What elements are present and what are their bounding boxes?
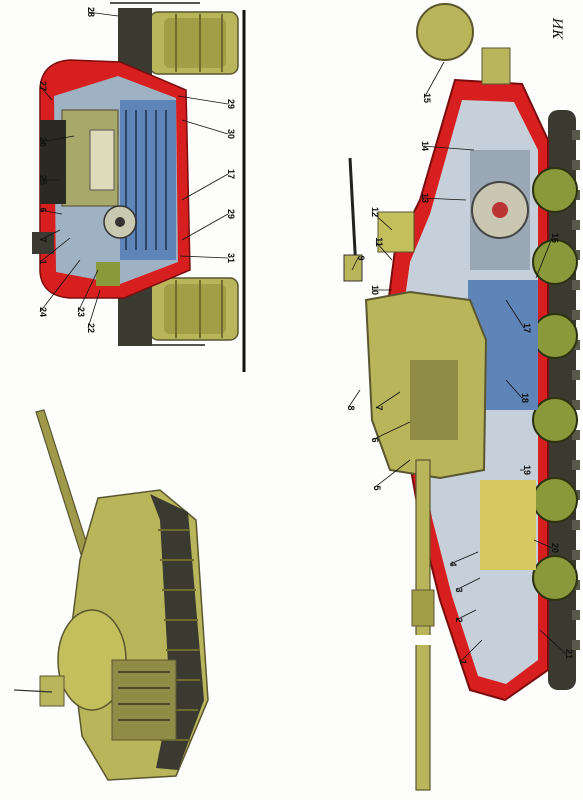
callout-number-30: 30	[226, 129, 236, 139]
callout-leader-line	[449, 551, 479, 565]
callout-leader-line	[371, 211, 393, 231]
callout-number-5: 5	[372, 485, 382, 490]
callout-leader-line	[505, 299, 525, 329]
rear-track-upper	[149, 11, 239, 75]
callout-numbers: 2223241762526272829301729311234567891011…	[38, 7, 574, 665]
callout-number-11: 11	[374, 237, 384, 247]
callout-number-22: 22	[86, 323, 96, 333]
callout-leader-line	[351, 257, 359, 271]
callout-number-13: 13	[420, 193, 430, 203]
callout-number-27: 27	[38, 81, 48, 91]
callout-number-12: 12	[370, 207, 380, 217]
rear-track-lower	[149, 277, 239, 341]
side-cutaway-view: ИК	[343, 3, 580, 791]
callout-leader-line	[39, 229, 61, 241]
exterior-grill-slats	[118, 671, 170, 721]
stowage-drum	[416, 3, 474, 61]
callout-leader-line	[87, 289, 101, 329]
callout-leader-line	[505, 379, 523, 399]
exterior-gun-barrel	[35, 409, 93, 565]
callout-number-1: 1	[38, 259, 48, 264]
callout-number-10: 10	[370, 285, 380, 295]
callout-leader-line	[39, 259, 81, 313]
exterior-antenna	[13, 689, 53, 693]
callout-number-21: 21	[564, 649, 574, 659]
callout-leader-line	[535, 237, 553, 279]
callout-leader-line	[181, 213, 229, 241]
callout-leader-line	[423, 61, 445, 99]
callout-number-7: 7	[38, 237, 48, 242]
callout-number-3: 3	[454, 587, 464, 592]
callout-number-23: 23	[76, 307, 86, 317]
callout-number-25: 25	[38, 175, 48, 185]
callout-number-24: 24	[38, 307, 48, 317]
callout-number-19: 19	[522, 465, 532, 475]
callout-number-28: 28	[86, 7, 96, 17]
callout-leader-line	[455, 577, 481, 591]
callout-number-18: 18	[520, 393, 530, 403]
callout-number-2: 2	[454, 617, 464, 622]
callout-number-17: 17	[522, 323, 532, 333]
callout-leader-line	[177, 95, 229, 105]
callout-leader-line	[39, 85, 53, 101]
callout-leader-line	[39, 237, 71, 263]
callout-leader-line	[179, 255, 229, 259]
callout-leader-line	[77, 269, 99, 313]
exterior-exhaust-grill	[111, 659, 177, 741]
callout-number-8: 8	[346, 405, 356, 410]
callout-number-15: 15	[422, 93, 432, 103]
callout-number-29: 29	[226, 99, 236, 109]
callout-leader-line	[371, 421, 411, 441]
callout-leader-line	[181, 119, 229, 135]
callout-leader-line	[87, 11, 119, 17]
callout-leader-line	[373, 459, 411, 489]
radiator	[89, 129, 115, 191]
callout-leader-line	[39, 209, 63, 215]
callout-leader-line	[39, 135, 75, 143]
fume-extractor	[411, 589, 435, 627]
rear-section-view	[32, 2, 246, 372]
callout-leader-line	[455, 609, 477, 621]
callout-number-1: 1	[458, 659, 468, 664]
callout-leader-line	[375, 241, 393, 261]
callout-leader-line	[421, 145, 475, 151]
fuel-tank	[96, 262, 120, 286]
callout-number-6: 6	[370, 437, 380, 442]
commander-machine-gun	[348, 157, 358, 271]
callout-number-17: 17	[226, 169, 236, 179]
callout-number-29: 29	[226, 209, 236, 219]
callout-number-26: 26	[38, 137, 48, 147]
callout-number-6: 6	[38, 207, 48, 212]
callout-leader-line	[459, 639, 483, 663]
callout-number-4: 4	[448, 561, 458, 566]
rear-hatch	[32, 232, 54, 254]
rear-hitch	[481, 47, 511, 85]
callout-number-9: 9	[356, 255, 366, 260]
exterior-view	[13, 409, 209, 781]
ammo-rack	[480, 480, 536, 570]
callout-leader-line	[533, 539, 553, 549]
callout-number-20: 20	[550, 543, 560, 553]
callout-leader-line	[181, 173, 229, 201]
exterior-track	[150, 494, 204, 770]
callout-leader-line	[421, 197, 467, 201]
artist-signature: ИК	[549, 17, 564, 40]
callout-number-16: 16	[550, 233, 560, 243]
callout-number-7: 7	[374, 405, 384, 410]
callout-number-14: 14	[420, 141, 430, 151]
gun-breech	[410, 360, 458, 440]
rear-crew-block	[40, 120, 66, 204]
callout-number-31: 31	[226, 253, 236, 263]
cupola	[377, 211, 415, 253]
callout-leader-line	[347, 389, 361, 409]
callout-leader-line	[539, 629, 567, 655]
callout-leader-line	[375, 391, 401, 409]
